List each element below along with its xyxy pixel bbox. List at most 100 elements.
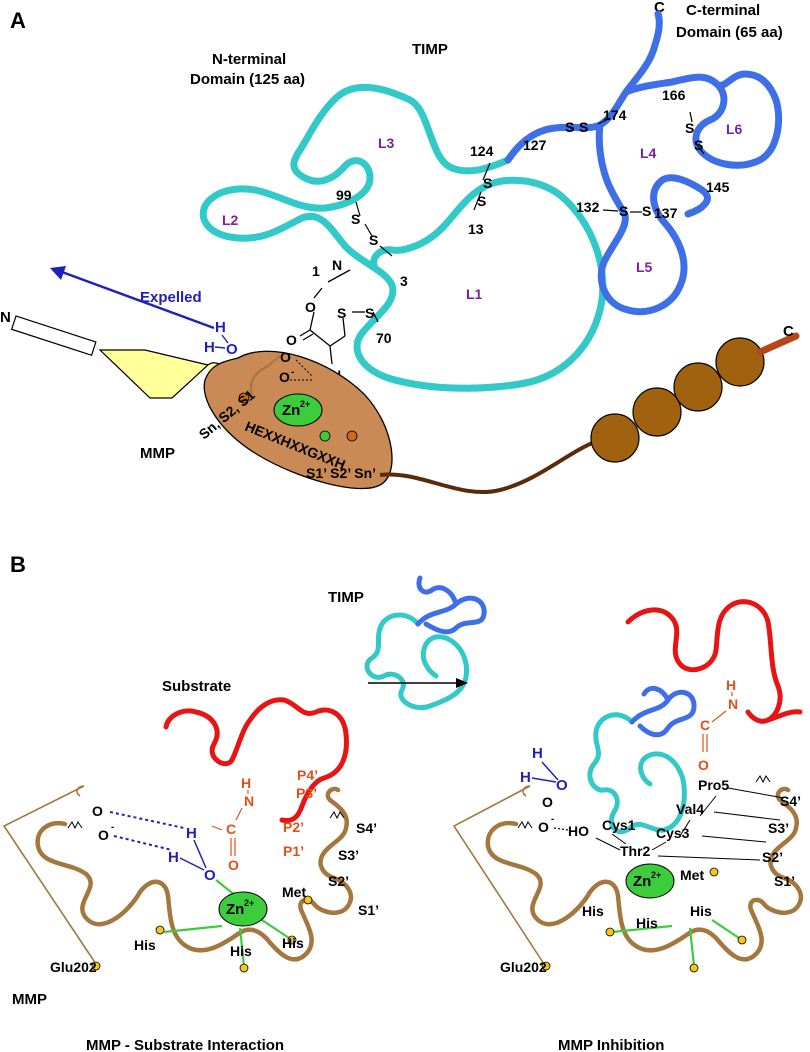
glu-o-atom: O (280, 349, 291, 365)
water-o-right: O (556, 777, 568, 794)
his-left-2: His (230, 943, 252, 959)
zinc-his-bond-left-1 (163, 924, 223, 934)
val4-label: Val4 (676, 801, 704, 817)
water-bond2 (214, 346, 226, 349)
break-mark-left (67, 821, 83, 830)
break-mark-left-2 (329, 811, 345, 820)
his-right-1: His (582, 903, 604, 919)
his-dot-left-2 (239, 963, 249, 973)
s-atom-cys1a: S (337, 305, 346, 321)
ho-label: HO (568, 823, 589, 839)
expelled-arrow (61, 270, 215, 330)
substrate-c: C (226, 821, 236, 837)
residue-99: 99 (336, 187, 352, 203)
water-h-left-2: H (168, 849, 179, 866)
p2-prime: P2’ (283, 819, 304, 835)
bound-timp-blue (629, 685, 697, 738)
zinc-label-right: Zn (633, 873, 651, 890)
zinc-label-left: Zn (226, 901, 244, 918)
mmp-n-terminus: N (0, 309, 11, 326)
glu-o-minus: O (279, 369, 290, 385)
s1-prime-right: S1’ (774, 873, 795, 889)
met-left: Met (282, 884, 306, 900)
panel-a-letter: A (10, 8, 26, 33)
loop-l4: L4 (640, 145, 657, 161)
mmp-hinge-linker (379, 438, 601, 495)
his-dot-left-1 (155, 925, 165, 935)
water-bond-right-1 (541, 761, 559, 781)
released-o: O (698, 757, 709, 773)
timp-c-domain-strand (504, 10, 783, 316)
residue-13: 13 (468, 221, 484, 237)
mmp-c-tail (756, 332, 800, 356)
o-atom-ester: O (305, 299, 316, 315)
subsites-primed: S1’ S2’ Sn’ (306, 465, 376, 481)
panel-b-letter: B (10, 552, 26, 577)
s-atom-127: S (565, 119, 574, 135)
break-mark-right (517, 821, 533, 830)
hbond-water-glu-1 (109, 811, 185, 829)
his-dot-right-3 (737, 935, 747, 945)
zinc-his-bond-left-2 (238, 927, 246, 967)
left-caption: MMP - Substrate Interaction (86, 1037, 284, 1052)
substrate-chain (163, 697, 349, 823)
water-h-right-1: H (532, 745, 543, 762)
substrate-o: O (228, 857, 239, 873)
pro5-label: Pro5 (698, 777, 729, 793)
released-n: N (728, 696, 738, 712)
transition-arrowhead (456, 678, 468, 688)
glu-o-right: O (542, 794, 553, 810)
mmp-propeptide (98, 349, 210, 399)
substrate-h: H (241, 775, 251, 791)
glu-minus-sign: - (291, 367, 294, 378)
s-atom-145: S (694, 137, 703, 153)
zinc-charge-right: 2+ (651, 870, 661, 880)
inhib-bonds (595, 787, 785, 861)
residue-124: 124 (470, 143, 494, 159)
glu-minus-right: - (551, 814, 554, 825)
s-atom-3: S (369, 232, 378, 248)
hemopexin-blade-1 (590, 413, 640, 463)
residue-3: 3 (400, 273, 408, 289)
s3-prime-right: S3’ (768, 820, 789, 836)
glu-ho-hbond (553, 827, 569, 831)
p1-prime: P1’ (283, 843, 304, 859)
glu-o-minus-right: O (538, 819, 549, 835)
glu-dot-left (91, 961, 101, 971)
glu-carboxyl-right (522, 785, 531, 797)
glu-o-left: O (92, 803, 103, 819)
p4-prime: P4’ (297, 767, 318, 783)
break-mark-right-2 (755, 775, 771, 784)
water-o: O (226, 341, 238, 358)
s-atom-cys1b: S (365, 305, 374, 321)
timp-icon-blue (415, 575, 487, 635)
water-bond-left-2 (179, 857, 205, 871)
his-dot-right-1 (605, 927, 615, 937)
released-h: H (726, 677, 736, 693)
n-domain-line2: Domain (125 aa) (190, 71, 305, 88)
water-h1: H (215, 319, 226, 336)
zinc-ligand-dot (319, 430, 331, 442)
hemopexin-blade-2 (632, 387, 682, 437)
timp-n-domain-strand (199, 83, 607, 392)
zinc-ion-right (625, 863, 675, 899)
glu-minus-left: - (111, 822, 114, 833)
met-dot-left (303, 895, 313, 905)
his-ligand-dot-1 (238, 392, 250, 404)
his-dot-left-3 (287, 935, 297, 945)
thr2-label: Thr2 (620, 843, 651, 859)
residue-132: 132 (576, 199, 600, 215)
expelled-arrowhead (50, 266, 66, 280)
s-atom-99: S (351, 211, 360, 227)
loop-l6: L6 (726, 121, 743, 137)
mmp-backbone-right (485, 786, 804, 962)
water-h-right-2: H (520, 769, 531, 786)
zinc-label-a: Zn (282, 402, 300, 419)
water-o-left: O (204, 867, 216, 884)
substrate-label: Substrate (162, 678, 231, 695)
his-dot-right-2 (689, 963, 699, 973)
n-domain-line1: N-terminal (212, 51, 286, 68)
loop-l1: L1 (466, 286, 483, 302)
zinc-his-bond-right-3 (711, 919, 743, 941)
